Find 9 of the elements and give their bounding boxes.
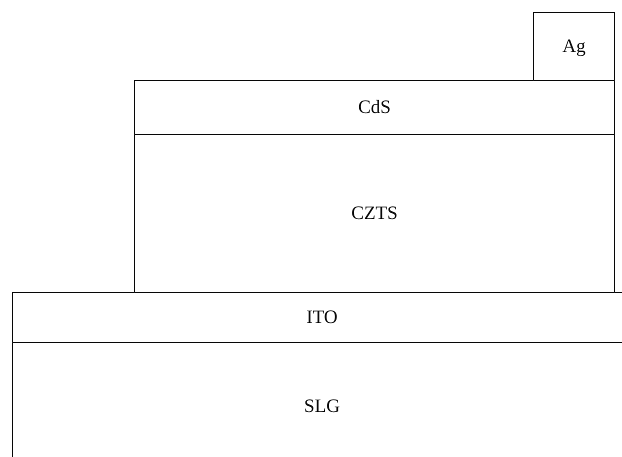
layer-label: ITO (306, 306, 338, 328)
layer-box (12, 292, 622, 343)
layer-label: Ag (562, 36, 586, 58)
layer-box (533, 12, 615, 81)
layer-box (134, 134, 615, 293)
layer-label: CdS (358, 96, 391, 118)
layer-box (134, 80, 615, 135)
layer-label: SLG (304, 396, 340, 418)
layer-label: CZTS (351, 202, 398, 224)
